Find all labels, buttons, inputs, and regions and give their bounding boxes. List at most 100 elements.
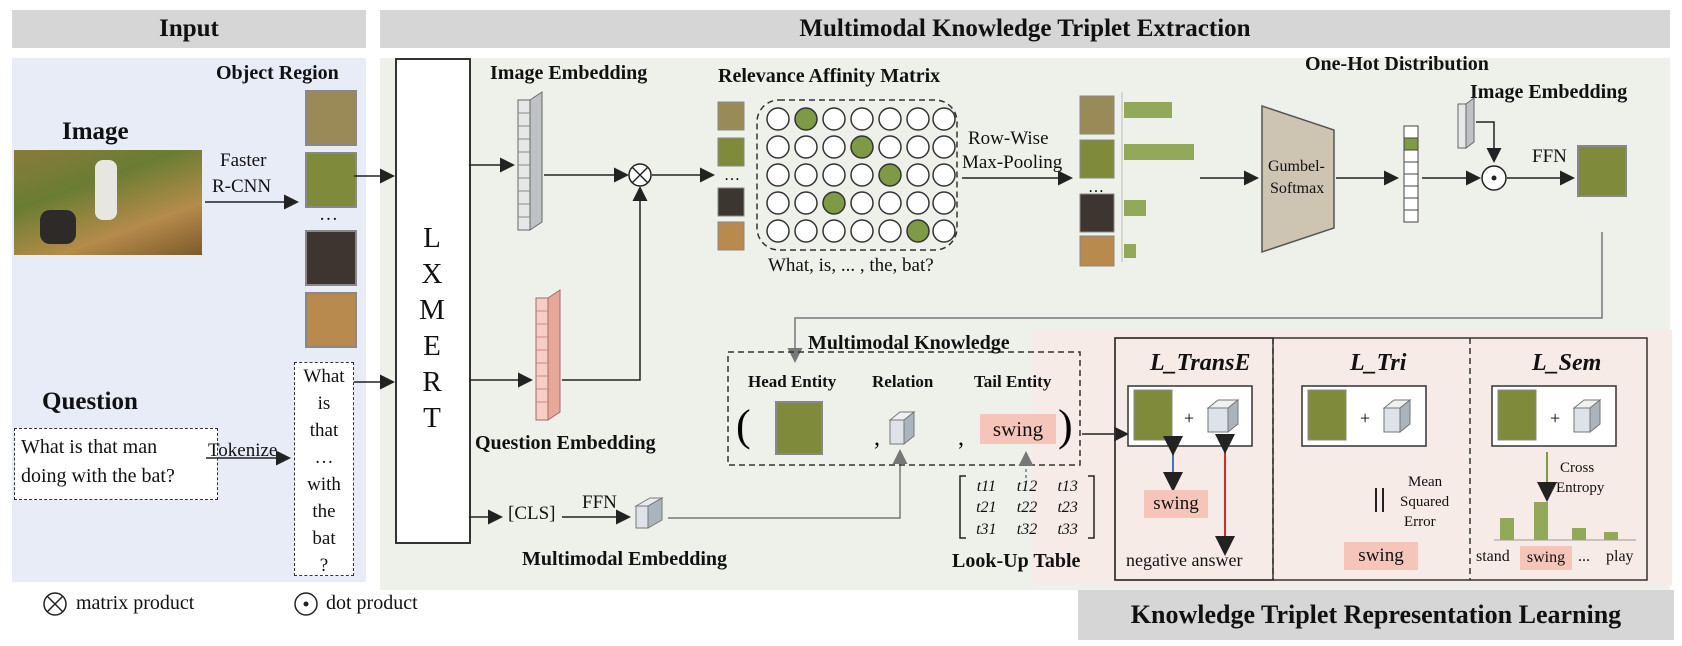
tail-entity-label: Tail Entity xyxy=(974,372,1052,391)
mse-line3: Error xyxy=(1404,514,1436,530)
head-entity-image xyxy=(775,401,823,455)
sem-bar-3 xyxy=(1572,528,1586,540)
cross-entropy-line2: Entropy xyxy=(1556,480,1605,496)
pooled-bar-4 xyxy=(1124,244,1136,258)
lookup-cell: t23 xyxy=(1057,499,1078,517)
question-line-2: doing with the bat? xyxy=(21,465,175,487)
ffn-label: FFN xyxy=(582,492,617,513)
image-embedding-right-label: Image Embedding xyxy=(1470,81,1628,103)
lookup-cell: t13 xyxy=(1057,478,1078,495)
token-5: with xyxy=(307,474,341,495)
arrow-multimodal-to-relation xyxy=(668,449,908,519)
lxmert-x: X xyxy=(421,258,445,290)
lookup-cell: t31 xyxy=(976,520,997,538)
tri-swing: swing xyxy=(1344,542,1418,570)
cls-token: [CLS] xyxy=(508,503,556,524)
legend-matrix-product: matrix product xyxy=(76,592,195,614)
sem-word-stand: stand xyxy=(1476,548,1510,565)
head-entity-label: Head Entity xyxy=(748,372,837,391)
catcher-figure xyxy=(40,210,76,244)
lxmert-m: M xyxy=(419,294,447,326)
svg-text:,: , xyxy=(874,425,880,451)
matrix-thumb-4 xyxy=(717,221,745,251)
object-region-label: Object Region xyxy=(216,62,339,84)
token-6: the xyxy=(312,501,336,522)
image-embedding-label: Image Embedding xyxy=(490,62,648,84)
lookup-cell: t22 xyxy=(1016,499,1038,517)
svg-text:(: ( xyxy=(736,401,751,450)
question-embedding-stack xyxy=(535,289,561,421)
gumbel-line1: Gumbel- xyxy=(1268,158,1325,175)
batter-figure xyxy=(95,160,117,220)
svg-text:,: , xyxy=(958,425,964,451)
token-list: What is that … with the bat ? xyxy=(294,362,354,576)
arrow-output-to-head-entity xyxy=(787,232,1603,363)
arrow-question-emb-to-product xyxy=(562,186,648,381)
lookup-cell: t21 xyxy=(976,499,997,517)
lxmert-e: E xyxy=(423,330,443,362)
gumbel-softmax-block xyxy=(1261,104,1335,254)
sem-word-ellipsis: ... xyxy=(1578,548,1590,565)
multimodal-knowledge-frame xyxy=(727,351,1081,466)
legend-dot-product: dot product xyxy=(326,592,418,614)
selected-region-output xyxy=(1577,145,1627,197)
question-embedding-label: Question Embedding xyxy=(475,432,656,454)
transe-swing: swing xyxy=(1144,490,1208,518)
ffn-right-label: FFN xyxy=(1532,146,1567,167)
token-3: that xyxy=(309,420,339,441)
relation-cube xyxy=(888,410,916,446)
lookup-table-grid: t11 t12 t13 t21 t22 t23 t31 t32 t33 xyxy=(966,476,1088,540)
token-2: is xyxy=(317,393,331,414)
svg-text:+: + xyxy=(1360,408,1370,428)
svg-text:): ) xyxy=(1058,401,1073,450)
loss-transe-label: L_TransE xyxy=(1150,350,1251,376)
sem-relation-cube xyxy=(1572,398,1602,434)
pooled-thumb-4 xyxy=(1079,235,1115,267)
lxmert-r: R xyxy=(422,366,444,398)
question-text-box: What is that man doing with the bat? xyxy=(14,428,218,500)
gumbel-line2: Softmax xyxy=(1270,180,1325,197)
faster-rcnn-line1: Faster xyxy=(220,150,267,171)
tail-entity-value: swing xyxy=(980,414,1056,444)
token-1: What xyxy=(303,366,345,387)
matrix-thumb-3 xyxy=(717,187,745,217)
svg-text:+: + xyxy=(1550,408,1560,428)
pooled-bar-3 xyxy=(1124,200,1146,216)
pooled-thumb-3 xyxy=(1079,193,1115,233)
learning-header: Knowledge Triplet Representation Learnin… xyxy=(1078,590,1674,640)
pooled-bar-2 xyxy=(1124,144,1194,160)
one-hot-vector xyxy=(1403,125,1419,223)
svg-text:+: + xyxy=(1184,408,1194,428)
region-thumb-4 xyxy=(305,292,357,348)
token-4: … xyxy=(314,447,334,468)
question-label: Question xyxy=(42,388,138,415)
sem-word-swing: swing xyxy=(1520,546,1572,570)
row-wise-line1: Row-Wise xyxy=(968,128,1049,149)
tokenize-label: Tokenize xyxy=(208,440,278,461)
lxmert-encoder: L X M E R T xyxy=(395,58,471,544)
mse-line1: Mean xyxy=(1408,474,1443,490)
pooled-thumb-2 xyxy=(1079,139,1115,179)
svg-text:…: … xyxy=(724,167,740,184)
lookup-cell: t11 xyxy=(976,478,996,495)
region-thumb-2 xyxy=(305,152,357,208)
sem-bar-swing xyxy=(1534,502,1548,540)
lookup-cell: t32 xyxy=(1016,520,1038,538)
affinity-matrix-frame xyxy=(756,99,958,251)
matrix-thumb-1 xyxy=(717,101,745,131)
matrix-thumb-2 xyxy=(717,137,745,167)
loss-outer-frame xyxy=(1114,337,1648,581)
row-wise-line2: Max-Pooling xyxy=(962,152,1063,173)
transe-relation-cube xyxy=(1206,398,1240,434)
sem-bar-play xyxy=(1604,532,1618,540)
image-embedding-stack xyxy=(517,91,543,231)
image-embedding-small xyxy=(1457,97,1475,149)
negative-answer-label: negative answer xyxy=(1126,550,1243,570)
mse-line2: Squared xyxy=(1400,494,1450,510)
arrow-small-embedding-to-dot xyxy=(1476,121,1502,163)
lookup-bracket-right xyxy=(1088,475,1095,539)
matrix-words: What, is, ... , the, bat? xyxy=(768,255,934,276)
lxmert-letters: L X M E R T xyxy=(397,220,469,436)
cross-entropy-line1: Cross xyxy=(1560,460,1595,476)
